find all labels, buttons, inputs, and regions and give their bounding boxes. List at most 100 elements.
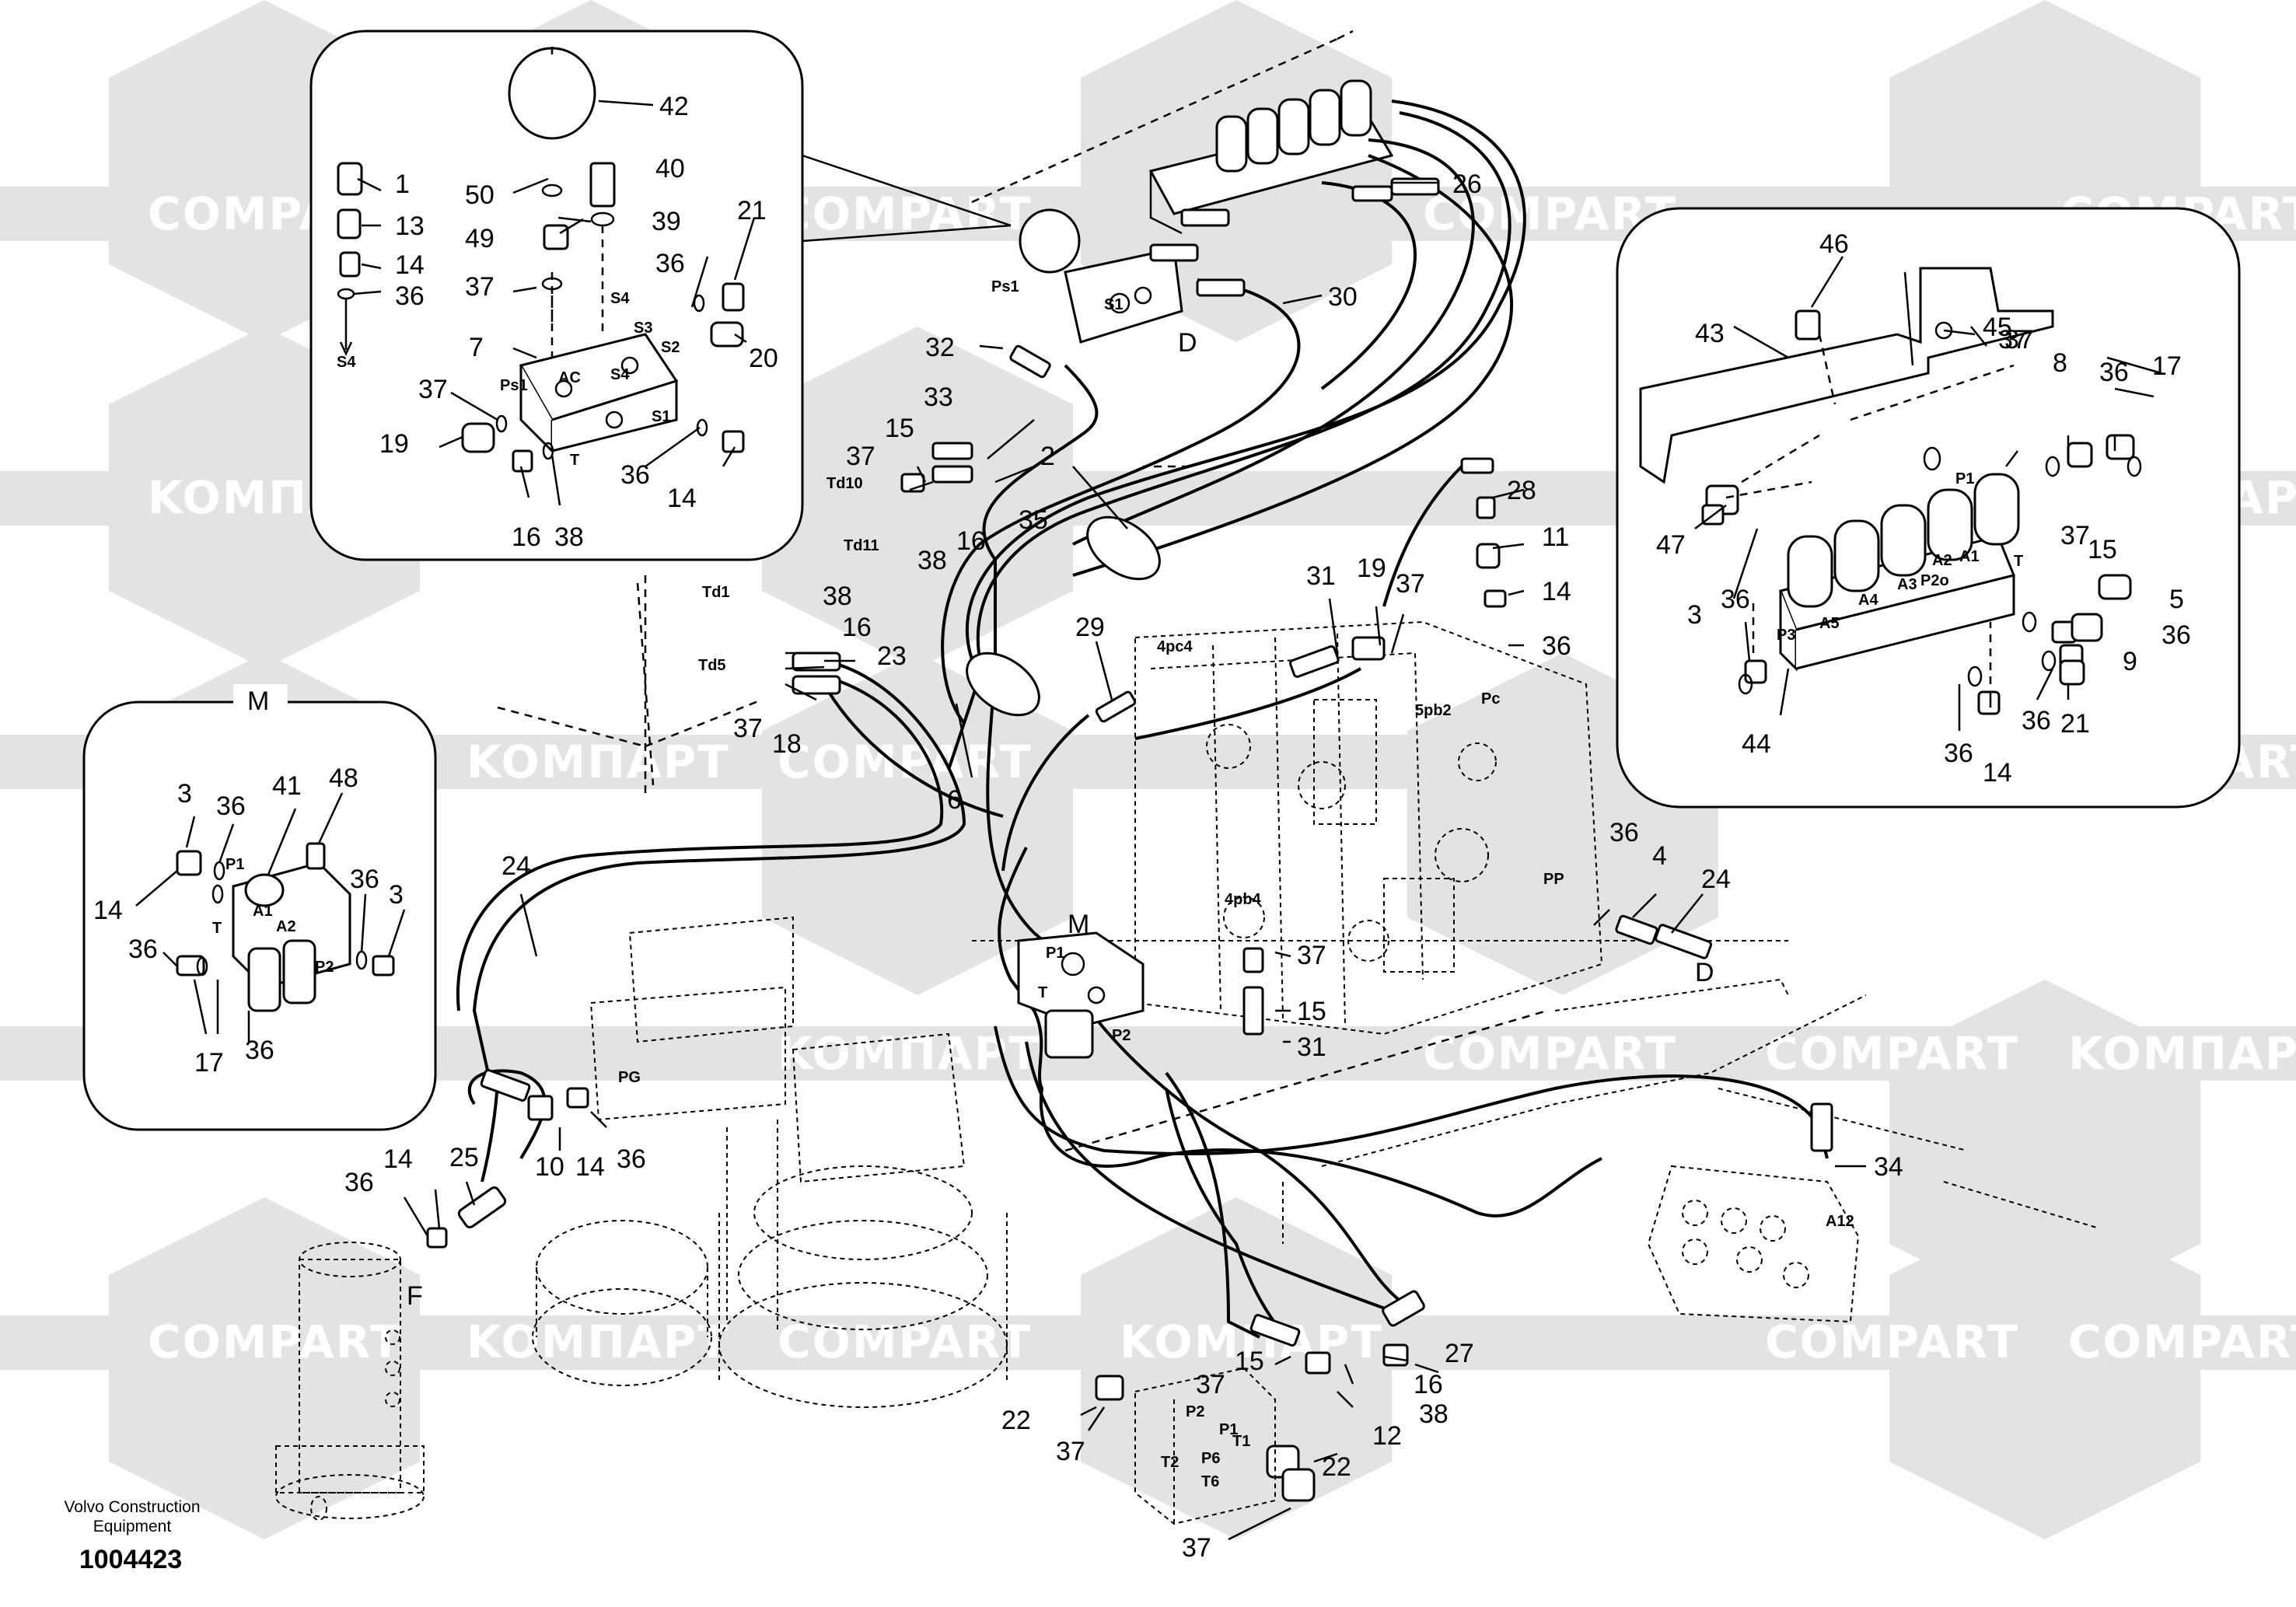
callout-19: 19 <box>379 429 409 459</box>
footer-brand-line2: Equipment <box>93 1518 172 1535</box>
port-label-p3-inset: P3 <box>1777 627 1795 644</box>
callout-36: 36 <box>1721 585 1750 614</box>
callout-16: 16 <box>956 526 986 556</box>
footer-block: Volvo Construction Equipment 1004423 <box>64 1498 200 1574</box>
callout-17: 17 <box>194 1048 224 1078</box>
callout-37-b: 37 <box>2004 325 2034 355</box>
port-label-a1-inset: A1 <box>1959 548 1980 565</box>
watermark-text: COMPART <box>1765 1027 2019 1080</box>
callout-36: 36 <box>128 935 158 964</box>
callout-31: 31 <box>1297 1032 1326 1062</box>
callout-30: 30 <box>1328 282 1358 312</box>
callout-36: 36 <box>617 1144 646 1174</box>
callout-7: 7 <box>469 333 484 362</box>
port-label-4pb4: 4pb4 <box>1225 891 1262 908</box>
callout-36: 36 <box>1944 739 1973 768</box>
callout-D: D <box>1178 328 1197 358</box>
callout-36: 36 <box>350 865 379 894</box>
watermark-text: KOMПAPT <box>1120 1315 1383 1368</box>
callout-37: 37 <box>1056 1437 1085 1466</box>
port-label-s1-main: S1 <box>1104 296 1123 313</box>
pilot-manifold-a12 <box>1647 1088 2100 1323</box>
callout-32: 32 <box>925 333 955 362</box>
inset-solenoid-block-detail <box>1616 207 2241 809</box>
callout-6: 6 <box>947 785 962 815</box>
callout-38: 38 <box>917 546 947 575</box>
port-label-a3-inset: A3 <box>1897 576 1917 593</box>
port-label-t: T <box>570 452 579 469</box>
callout-33: 33 <box>924 383 953 412</box>
callout-41: 41 <box>272 771 302 801</box>
callout-37: 37 <box>465 272 494 302</box>
inset-m-title-bg <box>233 684 288 715</box>
callout-15: 15 <box>885 414 914 443</box>
watermark-text: COMPART <box>778 187 1032 240</box>
watermark-text: KOMПAPT <box>2068 1027 2296 1080</box>
callout-37: 37 <box>1196 1370 1225 1399</box>
callout-37: 37 <box>846 442 875 471</box>
callout-14: 14 <box>1542 577 1571 606</box>
callout-15: 15 <box>2088 535 2117 564</box>
callout-37: 37 <box>1182 1533 1211 1563</box>
callout-M: M <box>1068 910 1089 939</box>
inset-accumulator-detail <box>309 30 1012 561</box>
leader-lines <box>403 181 1866 1541</box>
callout-2: 2 <box>1040 442 1055 471</box>
footer-brand-line1: Volvo Construction <box>64 1498 200 1516</box>
callout-29: 29 <box>1075 613 1105 642</box>
watermark-text: COMPART <box>778 735 1032 788</box>
callout-37: 37 <box>2060 521 2090 550</box>
port-label-s4c: S4 <box>337 354 356 371</box>
callout-44: 44 <box>1742 729 1771 759</box>
callout-47: 47 <box>1656 530 1686 560</box>
callout-28: 28 <box>1507 476 1536 505</box>
callout-3: 3 <box>1687 600 1702 630</box>
port-label-t-inset: T <box>2014 553 2023 570</box>
port-label-a2-m-inset: A2 <box>276 918 296 935</box>
callout-21: 21 <box>2060 709 2090 739</box>
callout-36: 36 <box>620 460 650 490</box>
callout-20: 20 <box>749 344 778 373</box>
callout-36: 36 <box>1609 818 1639 847</box>
bottom-valve-block <box>1134 1367 1276 1525</box>
callout-14: 14 <box>667 484 697 513</box>
callout-1: 1 <box>395 169 410 199</box>
port-label-p2-m: P2 <box>1112 1027 1131 1044</box>
port-label-ps1: Ps1 <box>500 377 528 394</box>
callout-36: 36 <box>395 281 425 311</box>
callout-38: 38 <box>1419 1399 1449 1429</box>
inset-m-title: M <box>247 686 269 716</box>
callout-D: D <box>1695 958 1714 987</box>
swivel-joint <box>275 1242 425 1521</box>
callout-11: 11 <box>1542 522 1569 552</box>
callout-36: 36 <box>2099 358 2129 387</box>
callout-37: 37 <box>1998 325 2028 355</box>
callout-numbers: 42 1 13 14 36 40 50 49 39 37 21 36 7 20 … <box>93 92 2191 1563</box>
port-label-a5-inset: A5 <box>1819 615 1840 632</box>
watermark-text: COMPART <box>2068 1315 2296 1368</box>
port-label-s3: S3 <box>634 320 652 337</box>
watermark-text: COMPART <box>148 1315 402 1368</box>
callout-14: 14 <box>575 1152 605 1182</box>
port-label-p1-inset: P1 <box>1955 470 1974 487</box>
callout-37: 37 <box>1396 569 1425 599</box>
callout-50: 50 <box>465 180 494 210</box>
callout-22: 22 <box>1001 1406 1031 1435</box>
callout-9: 9 <box>2123 647 2137 676</box>
callout-37: 37 <box>1297 941 1326 970</box>
callout-23: 23 <box>877 641 907 671</box>
callout-21: 21 <box>737 196 767 225</box>
callout-36: 36 <box>245 1036 274 1065</box>
watermark-text: COMPART <box>1423 1027 1677 1080</box>
watermark-text: COMPART <box>778 1315 1032 1368</box>
callout-22: 22 <box>1322 1452 1351 1482</box>
callout-5: 5 <box>2169 585 2184 614</box>
port-label-t2-bottom: T2 <box>1161 1454 1179 1471</box>
callout-14: 14 <box>383 1144 413 1174</box>
callout-15: 15 <box>1297 997 1326 1026</box>
port-label-s4: S4 <box>610 290 630 307</box>
port-label-td5: Td5 <box>698 657 726 674</box>
port-label-p2-m-inset: P2 <box>315 959 334 976</box>
callout-36: 36 <box>2161 620 2191 650</box>
callout-13: 13 <box>395 211 425 241</box>
